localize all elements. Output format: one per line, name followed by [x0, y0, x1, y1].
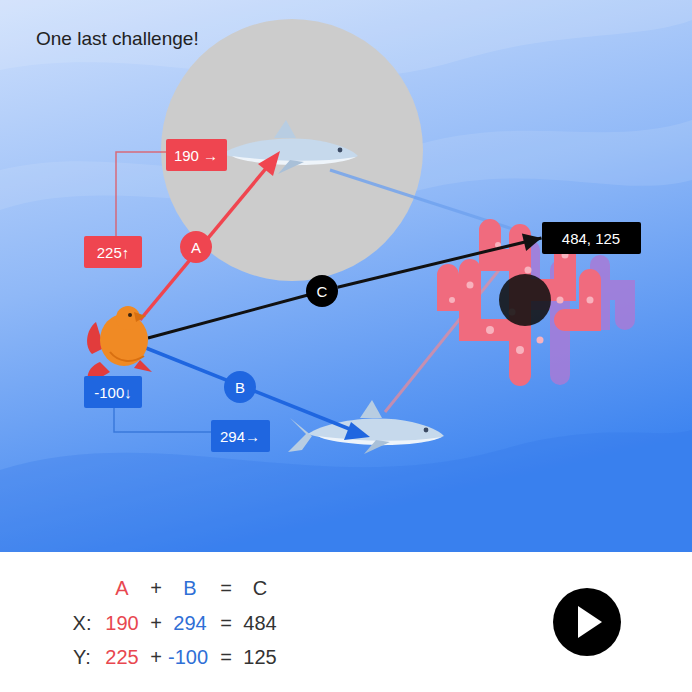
equation-term: Y: — [73, 647, 91, 667]
vector-badge: A — [180, 231, 212, 263]
value-box: 190 → — [166, 139, 227, 171]
equation-term: A — [115, 578, 128, 598]
equation-term: 484 — [243, 613, 276, 633]
value-box: -100↓ — [84, 376, 142, 408]
node-text: 484, 125 — [562, 231, 620, 246]
equation-term: + — [150, 578, 162, 598]
equation-term: + — [150, 647, 162, 667]
node-text: -100↓ — [94, 385, 132, 400]
node-text: 190 → — [174, 148, 218, 163]
value-box: 225↑ — [84, 236, 142, 268]
title: One last challenge! — [36, 28, 199, 50]
equation-term: 294 — [173, 613, 206, 633]
equation-term: 125 — [243, 647, 276, 667]
vector-arrow — [338, 233, 542, 287]
vector-badge: B — [224, 371, 256, 403]
equation-term: 225 — [105, 647, 138, 667]
equation-term: C — [253, 578, 267, 598]
node-text: B — [235, 380, 245, 395]
equation-term: = — [220, 578, 232, 598]
node-text: C — [317, 284, 328, 299]
node-text: 225↑ — [97, 245, 130, 260]
result-box: 484, 125 — [542, 222, 641, 254]
equation-term: X: — [73, 613, 92, 633]
equation-term: = — [220, 613, 232, 633]
equation-term: -100 — [168, 647, 208, 667]
equation-term: + — [150, 613, 162, 633]
value-box: 294→ — [211, 420, 270, 452]
equation-term: B — [183, 578, 196, 598]
equation-term: 190 — [105, 613, 138, 633]
node-text: 294→ — [220, 429, 260, 444]
node-text: A — [191, 240, 201, 255]
equation-term: = — [220, 647, 232, 667]
vector-badge: C — [306, 275, 338, 307]
